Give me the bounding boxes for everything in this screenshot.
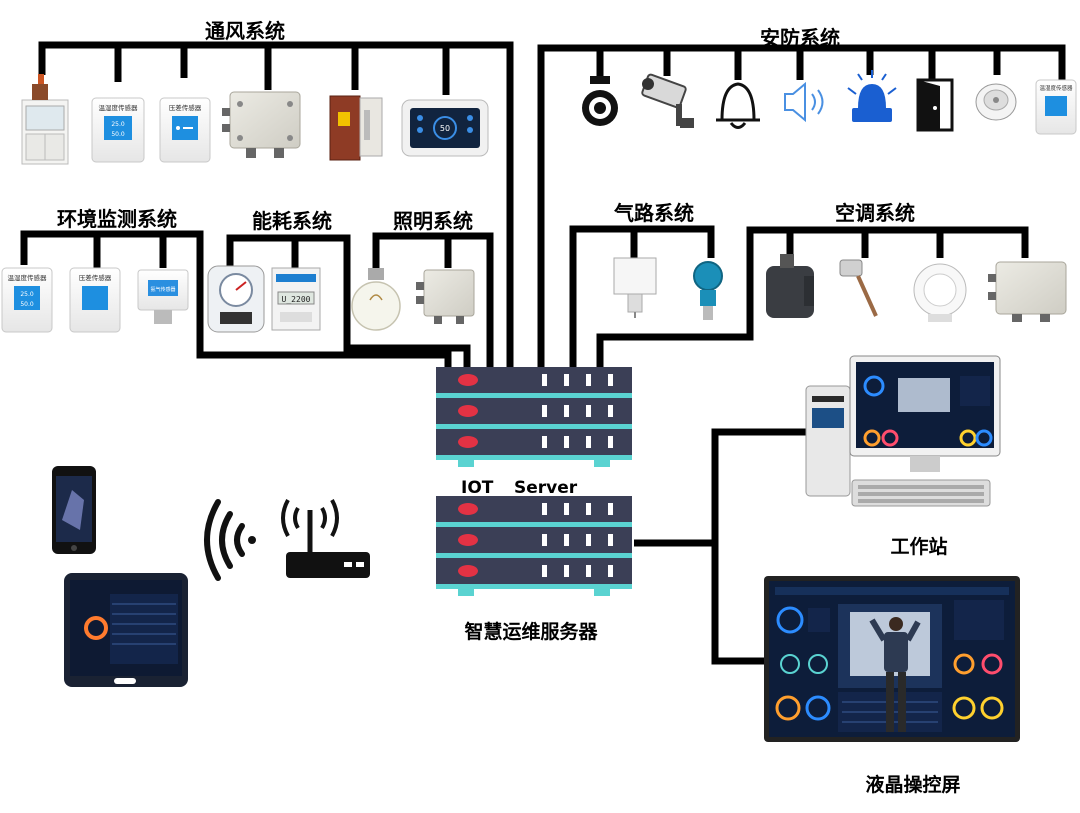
sensor-label: 压差传感器 — [79, 273, 112, 282]
duct-sensor-icon — [766, 254, 814, 318]
rack-foot — [458, 460, 474, 467]
humidity-readout: 50.0 — [111, 131, 125, 138]
server-unit — [436, 367, 632, 398]
pressure-sensor-icon: 压差传感器 — [69, 267, 121, 333]
panel-readout: 50 — [440, 124, 450, 133]
sensor-label: 氨气传感器 — [150, 286, 175, 293]
gas-sensor-icon — [613, 257, 657, 318]
electric-meter-icon: U_2200 — [271, 267, 321, 331]
sensor-label: 温湿度传感器 — [1039, 84, 1073, 92]
lcd-caption: 液晶操控屏 — [865, 773, 960, 796]
humidity-readout: 50.0 — [20, 301, 34, 308]
light-bulb-icon — [351, 268, 401, 331]
rack-foot — [458, 589, 474, 596]
rack-foot — [594, 460, 610, 467]
server-caption: 智慧运维服务器 — [464, 620, 598, 643]
sensor-label: 压差传感器 — [169, 103, 202, 112]
title-environment: 环境监测系统 — [57, 207, 177, 231]
temp-readout: 25.0 — [111, 121, 125, 128]
speaker-icon — [784, 81, 824, 123]
lcd-screen-icon — [764, 576, 1020, 742]
door-icon — [916, 78, 954, 132]
temp-readout: 25.0 — [20, 291, 34, 298]
tablet-icon — [64, 573, 188, 687]
meter-readout: U_2200 — [282, 295, 311, 304]
junction-box-icon — [416, 269, 475, 324]
gas-sensor-icon: 氨气传感器 — [137, 269, 189, 324]
server-unit — [436, 429, 632, 460]
wifi-icon — [204, 499, 256, 581]
strobe-light-icon — [847, 70, 897, 122]
server-unit — [436, 496, 632, 527]
sensor-label: 温湿度传感器 — [99, 103, 139, 112]
junction-box-icon — [222, 91, 301, 158]
sensor-label: 温湿度传感器 — [8, 273, 48, 282]
alarm-bell-icon — [716, 82, 760, 129]
title-energy: 能耗系统 — [252, 209, 332, 233]
temp-humidity-sensor-icon: 温湿度传感器 — [1035, 79, 1077, 135]
temp-humidity-sensor-icon: 温湿度传感器 25.0 50.0 — [91, 97, 145, 163]
junction-box-icon — [988, 261, 1067, 322]
workstation-icon — [805, 355, 1001, 507]
fume-hood-icon — [21, 74, 69, 165]
title-gas: 气路系统 — [613, 201, 694, 225]
cctv-camera-icon — [641, 73, 694, 128]
title-ventilation: 通风系统 — [205, 19, 285, 43]
iot-label: IOT — [461, 478, 494, 498]
server-unit — [436, 398, 632, 429]
water-meter-icon — [207, 265, 265, 333]
connection-lines — [20, 41, 1066, 665]
server-unit — [436, 527, 632, 558]
title-hvac: 空调系统 — [835, 201, 915, 225]
server-rack-top — [436, 367, 632, 467]
server-unit — [436, 558, 632, 589]
pressure-transmitter-icon — [693, 261, 723, 320]
pressure-sensor-icon: 压差传感器 — [159, 97, 211, 163]
air-pressure-switch-icon — [913, 263, 967, 322]
title-lighting: 照明系统 — [393, 209, 473, 233]
camera-icon — [582, 76, 618, 126]
smoke-detector-icon — [975, 83, 1017, 121]
damper-actuator-icon — [329, 95, 383, 161]
phone-icon — [52, 466, 96, 554]
server-label: Server — [514, 478, 578, 498]
touch-panel-icon: 50 — [401, 99, 489, 157]
workstation-caption: 工作站 — [890, 535, 947, 558]
router-icon — [281, 499, 370, 578]
temperature-probe-icon — [839, 259, 878, 317]
temp-humidity-sensor-icon: 温湿度传感器 25.0 50.0 — [1, 267, 53, 333]
title-security: 安防系统 — [760, 26, 840, 50]
server-rack-bottom — [436, 496, 632, 596]
rack-foot — [594, 589, 610, 596]
